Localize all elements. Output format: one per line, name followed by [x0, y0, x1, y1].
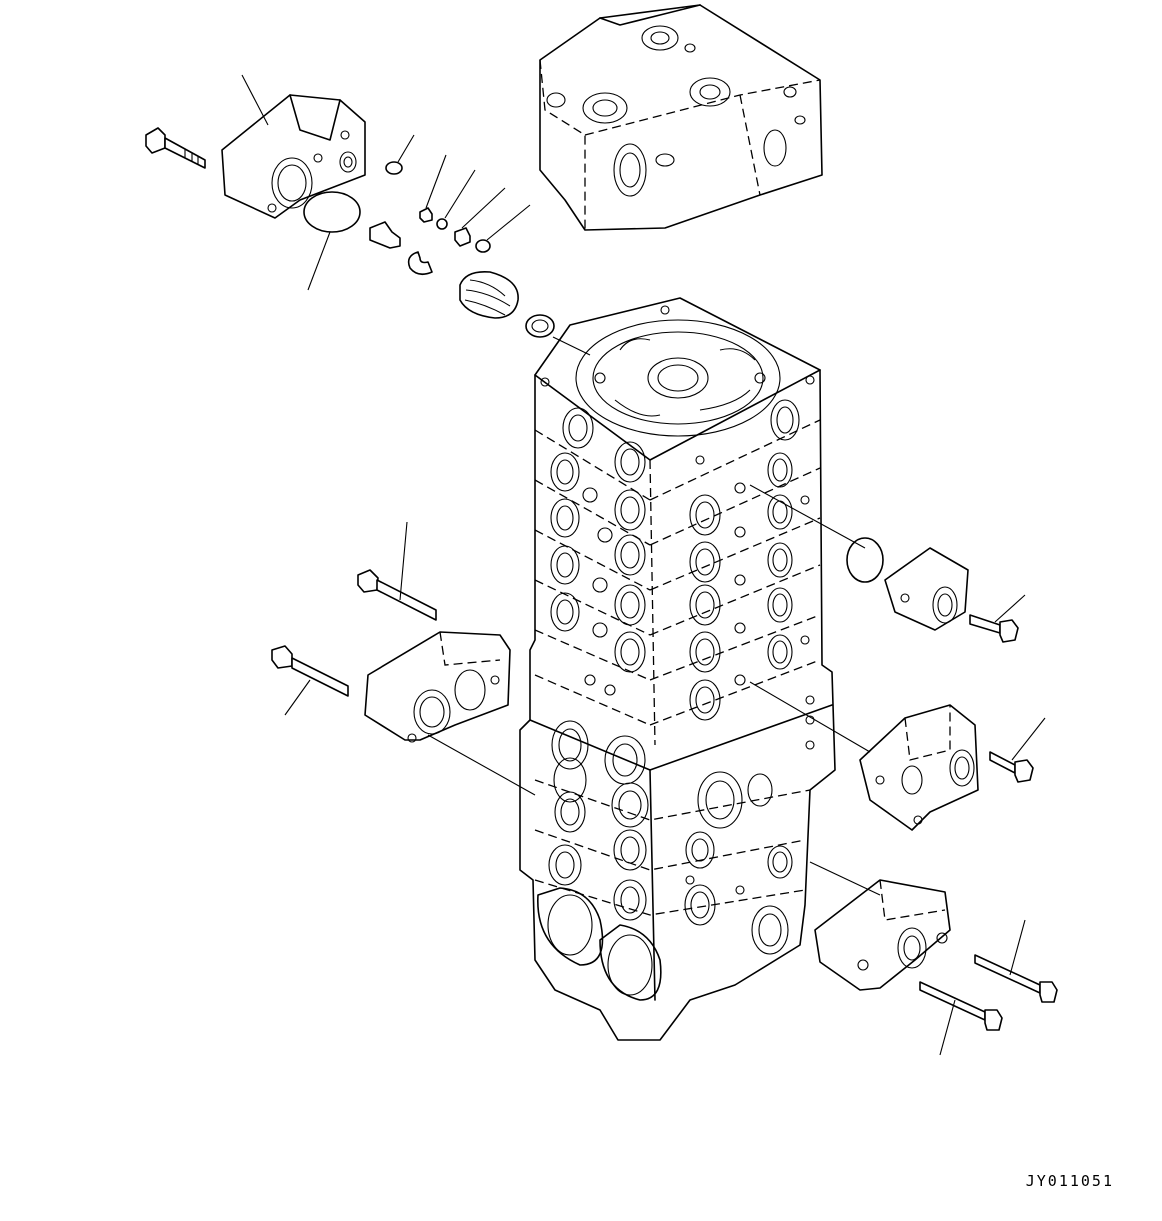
bolt-left-middle-b	[271, 645, 349, 697]
bolt-upper-left	[145, 127, 206, 169]
top-cover	[539, 4, 823, 231]
left-cover-middle	[364, 631, 511, 743]
upper-left-cover	[221, 94, 366, 219]
small-parts-upper	[303, 161, 555, 338]
right-cover-lower	[814, 879, 951, 991]
bolt-right-middle	[989, 751, 1034, 783]
leader-lines	[241, 74, 1046, 1056]
main-valve-body	[519, 297, 836, 1041]
bolt-right-lower-b	[919, 981, 1003, 1031]
bolt-left-middle-a	[357, 569, 437, 621]
right-cover-upper	[846, 537, 969, 631]
bolt-right-upper	[969, 614, 1019, 643]
right-cover-middle	[859, 704, 979, 831]
bolt-right-lower-a	[974, 954, 1058, 1003]
drawing-code: JY011051	[1025, 1172, 1114, 1190]
